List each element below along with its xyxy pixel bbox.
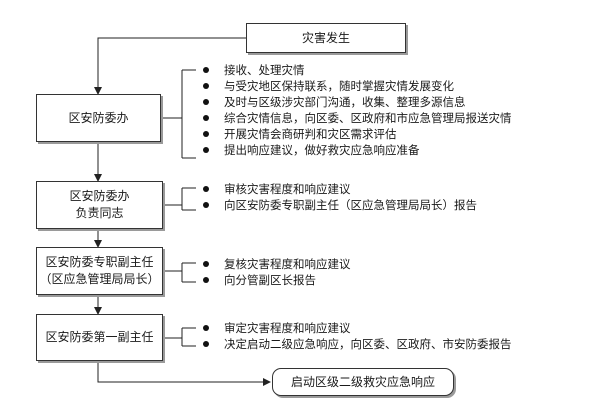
action-item: 向分管副区长报告 xyxy=(200,272,351,288)
connector-start-to-step1 xyxy=(94,37,246,95)
end-node-label: 启动区级二级救灾应急响应 xyxy=(290,374,435,389)
connector-step4-to-end xyxy=(97,361,271,386)
step-node-label: 区安防委专职副主任 xyxy=(45,255,154,269)
start-node: 灾害发生 xyxy=(246,23,406,53)
step-node-office-leader: 区安防委办 负责同志 xyxy=(36,181,163,229)
step-node-deputy-director: 区安防委专职副主任 （区应急管理局局长） xyxy=(36,247,163,295)
bracket-step4 xyxy=(163,327,196,347)
action-item: 提出响应建议，做好救灾应急响应准备 xyxy=(200,142,512,158)
step3-action-list: 复核灾害程度和响应建议 向分管副区长报告 xyxy=(200,256,351,288)
end-node: 启动区级二级救灾应急响应 xyxy=(272,368,454,396)
step4-action-list: 审定灾害程度和响应建议 决定启动二级应急响应，向区委、区政府、市安防委报告 xyxy=(200,320,512,352)
step-node-label: 区安防委办 xyxy=(69,189,130,203)
action-item: 决定启动二级应急响应，向区委、区政府、市安防委报告 xyxy=(200,336,512,352)
start-node-label: 灾害发生 xyxy=(301,30,350,45)
action-item: 审核灾害程度和响应建议 xyxy=(200,181,477,197)
step-node-label: 区安防委办 xyxy=(68,110,129,125)
step-node-first-deputy-director: 区安防委第一副主任 xyxy=(36,314,163,361)
action-item: 与受灾地区保持联系，随时掌握灾情发展变化 xyxy=(200,78,512,94)
step-node-label: （区应急管理局局长） xyxy=(39,272,160,286)
action-item: 向区安防委专职副主任（区应急管理局局长）报告 xyxy=(200,197,477,213)
step1-action-list: 接收、处理灾情 与受灾地区保持联系，随时掌握灾情发展变化 及时与区级涉灾部门沟通… xyxy=(200,62,512,158)
action-item: 接收、处理灾情 xyxy=(200,62,512,78)
step-node-district-safety-office: 区安防委办 xyxy=(36,94,161,142)
step-node-label: 区安防委第一副主任 xyxy=(45,330,154,344)
bracket-step2 xyxy=(163,187,196,211)
bracket-step1 xyxy=(161,69,196,159)
action-item: 综合灾情信息，向区委、区政府和市应急管理局报送灾情 xyxy=(200,110,512,126)
action-item: 审定灾害程度和响应建议 xyxy=(200,320,512,336)
action-item: 开展灾情会商研判和灾区需求评估 xyxy=(200,126,512,142)
action-item: 复核灾害程度和响应建议 xyxy=(200,256,351,272)
action-item: 及时与区级涉灾部门沟通，收集、整理多源信息 xyxy=(200,94,512,110)
bracket-step3 xyxy=(163,262,196,283)
step-node-label: 负责同志 xyxy=(75,206,124,220)
step2-action-list: 审核灾害程度和响应建议 向区安防委专职副主任（区应急管理局局长）报告 xyxy=(200,181,477,213)
